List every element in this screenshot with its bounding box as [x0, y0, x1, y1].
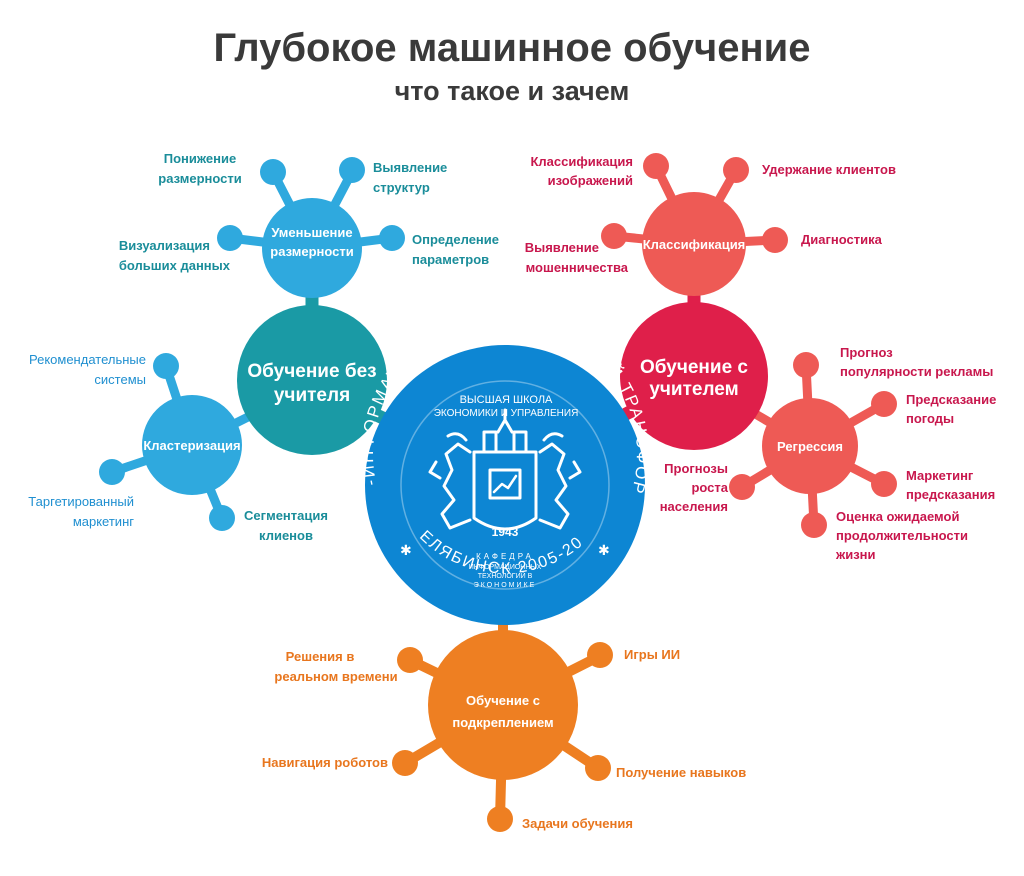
rl-leaf-3-line1: Навигация роботов [262, 755, 388, 770]
emblem-icon [428, 408, 582, 531]
classification-label: Классификация [643, 237, 746, 252]
rl-leaf-1-line2: реальном времени [274, 669, 397, 684]
star-right-icon: ✱ [598, 542, 610, 558]
cls-leaf-2-line1: Удержание клиентов [762, 162, 896, 177]
dim-leaf-2-line2: структур [373, 180, 430, 195]
leaf-dots [99, 153, 897, 832]
clu-leaf-1-line1: Рекомендательные [29, 352, 146, 367]
page-subtitle: что такое и зачем [394, 76, 630, 106]
reg-leaf-dot-3 [729, 474, 755, 500]
dim-leaf-3-line1: Визуализация [119, 238, 210, 253]
node-dim-reduction: Уменьшение размерности [262, 198, 362, 298]
supervised-label-1: Обучение с [640, 357, 748, 378]
rl-leaf-2-line1: Игры ИИ [624, 647, 680, 662]
rl-leaf-dot-3 [392, 750, 418, 776]
reg-leaf-2-line1: Предсказание [906, 392, 996, 407]
reg-leaf-dot-4 [871, 471, 897, 497]
clu-leaf-dot-3 [209, 505, 235, 531]
dim-leaf-dot-1 [260, 159, 286, 185]
rl-leaf-dot-2 [587, 642, 613, 668]
dim-leaf-4-line1: Определение [412, 232, 499, 247]
reinforcement-label-2: подкреплением [452, 715, 553, 730]
reg-leaf-3-line3: населения [660, 499, 728, 514]
dim-reduction-label-1: Уменьшение [271, 225, 352, 240]
reg-leaf-5-line1: Оценка ожидаемой [836, 509, 959, 524]
rl-leaf-dot-1 [397, 647, 423, 673]
dept-line-1: КАФЕДРА [476, 552, 534, 561]
unsupervised-label-2: учителя [274, 385, 350, 406]
cls-leaf-1-line1: Классификация [530, 154, 633, 169]
reg-leaf-3-line2: роста [691, 480, 728, 495]
clu-leaf-dot-1 [153, 353, 179, 379]
dim-leaf-dot-3 [217, 225, 243, 251]
clu-leaf-dot-2 [99, 459, 125, 485]
rl-leaf-labels: Решения в реальном времени Игры ИИ Навиг… [262, 647, 746, 831]
dim-leaf-1-line1: Понижение [164, 151, 236, 166]
cls-leaf-dot-4 [762, 227, 788, 253]
dim-leaf-3-line2: больших данных [119, 258, 231, 273]
cls-leaf-dot-2 [723, 157, 749, 183]
reinforcement-label-1: Обучение с [466, 693, 540, 708]
node-unsupervised: Обучение без учителя [237, 305, 387, 455]
reg-leaf-1-line1: Прогноз [840, 345, 893, 360]
cls-leaf-1-line2: изображений [548, 173, 633, 188]
rl-leaf-dot-4 [585, 755, 611, 781]
node-classification: Классификация [642, 192, 746, 296]
dept-line-4: ЭКОНОМИКЕ [474, 582, 537, 589]
rl-leaf-4-line1: Получение навыков [616, 765, 746, 780]
reg-leaf-5-line3: жизни [835, 547, 876, 562]
reg-leaf-dot-1 [793, 352, 819, 378]
reg-leaf-dot-5 [801, 512, 827, 538]
rl-leaf-1-line1: Решения в [286, 649, 355, 664]
dim-leaf-labels: Понижение размерности Выявление структур… [119, 151, 499, 273]
star-left-icon: ✱ [400, 542, 412, 558]
clu-leaf-2-line1: Таргетированный [28, 494, 134, 509]
reg-leaf-3-line1: Прогнозы [664, 461, 728, 476]
dim-leaf-dot-2 [339, 157, 365, 183]
regression-label: Регрессия [777, 439, 843, 454]
reg-leaf-1-line2: популярности рекламы [840, 364, 993, 379]
reg-leaf-5-line2: продолжительности [836, 528, 968, 543]
clu-leaf-2-line2: маркетинг [73, 514, 134, 529]
supervised-label-2: учителем [649, 379, 738, 400]
clu-leaf-labels: Рекомендательные системы Таргетированный… [28, 352, 146, 529]
cls-leaf-labels: Классификация изображений Удержание клие… [525, 154, 896, 275]
reg-leaf-labels: Прогноз популярности рекламы Предсказани… [660, 345, 997, 562]
dept-line-3: ТЕХНОЛОГИЙ В [478, 571, 533, 580]
cls-leaf-3-line1: Выявление [525, 240, 599, 255]
rl-leaf-5-line1: Задачи обучения [522, 816, 633, 831]
cls-leaf-4-line1: Диагностика [801, 232, 883, 247]
cls-leaf-dot-3 [601, 223, 627, 249]
clu-leaf-3-line2: клиенов [259, 528, 313, 543]
reg-leaf-dot-2 [871, 391, 897, 417]
dim-leaf-4-line2: параметров [412, 252, 489, 267]
page-title: Глубокое машинное обучение [213, 26, 811, 70]
dim-leaf-dot-4 [379, 225, 405, 251]
cls-leaf-3-line2: мошенничества [526, 260, 629, 275]
node-regression: Регрессия [762, 398, 858, 494]
node-supervised: Обучение с учителем [620, 302, 768, 450]
dim-reduction-label-2: размерности [270, 244, 353, 259]
reg-leaf-4-line2: предсказания [906, 487, 995, 502]
dim-leaf-2-line1: Выявление [373, 160, 447, 175]
clu-leaf-labels-bold: Сегментация клиенов [244, 508, 328, 543]
unsupervised-label-1: Обучение без [247, 361, 376, 382]
dim-leaf-1-line2: размерности [158, 171, 241, 186]
clu-leaf-3-line1: Сегментация [244, 508, 328, 523]
clustering-label: Кластеризация [143, 438, 240, 453]
school-line-1: ВЫСШАЯ ШКОЛА [460, 394, 553, 406]
node-reinforcement: Обучение с подкреплением [428, 630, 578, 780]
logo-year: 1943 [492, 525, 519, 539]
cls-leaf-dot-1 [643, 153, 669, 179]
node-clustering: Кластеризация [142, 395, 242, 495]
reg-leaf-2-line2: погоды [906, 411, 954, 426]
reg-leaf-4-line1: Маркетинг [906, 468, 974, 483]
dept-line-2: ИНФОРМАЦИОННЫХ [469, 564, 542, 571]
clu-leaf-1-line2: системы [94, 372, 146, 387]
rl-leaf-dot-5 [487, 806, 513, 832]
